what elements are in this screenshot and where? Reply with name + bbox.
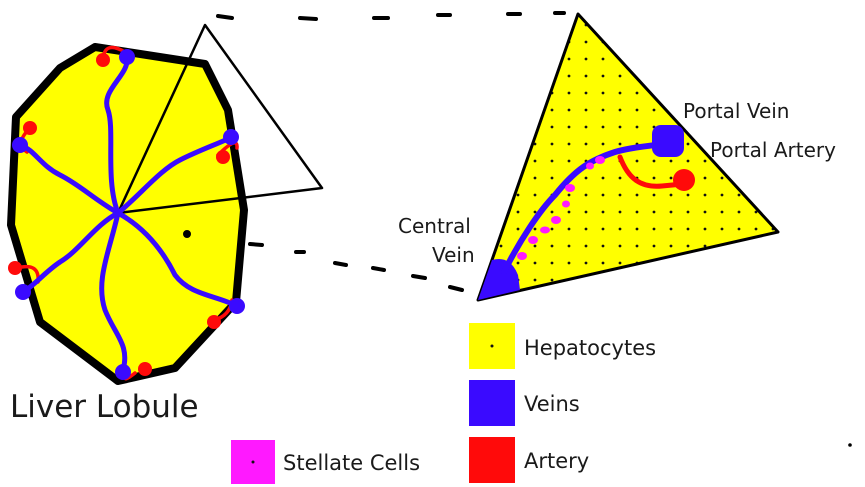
central-vein-label-line2: Vein <box>432 243 475 267</box>
legend-label-stellate-cells: Stellate Cells <box>283 451 420 475</box>
portal-vein <box>652 125 684 157</box>
legend-swatch-hepatocytes-dot <box>491 345 494 348</box>
legend-swatch-stellate-cells-dot <box>252 461 255 464</box>
legend-label-artery: Artery <box>524 449 589 473</box>
legend-item-veins: Veins <box>469 380 580 426</box>
legend-label-hepatocytes: Hepatocytes <box>524 336 656 360</box>
stray-dot <box>848 443 852 447</box>
portal-artery-label: Portal Artery <box>710 138 836 162</box>
lobule-outline <box>11 47 244 381</box>
zoomed-triangle: Central Vein Portal Vein Portal Artery <box>398 14 836 300</box>
central-vein-label-line1: Central <box>398 214 471 238</box>
legend-swatch-veins <box>469 380 515 426</box>
portal-vein-label: Portal Vein <box>683 99 789 123</box>
legend-item-hepatocytes: Hepatocytes <box>469 323 656 369</box>
legend-swatch-artery <box>469 437 515 483</box>
legend-item-artery: Artery <box>469 437 589 483</box>
legend-label-veins: Veins <box>524 392 580 416</box>
portal-artery <box>673 169 695 191</box>
lobule-label: Liver Lobule <box>10 389 199 425</box>
legend: Hepatocytes Veins Artery Stellate Cells <box>231 323 852 484</box>
legend-item-stellate-cells: Stellate Cells <box>231 440 420 484</box>
liver-lobule: Liver Lobule <box>8 25 322 425</box>
